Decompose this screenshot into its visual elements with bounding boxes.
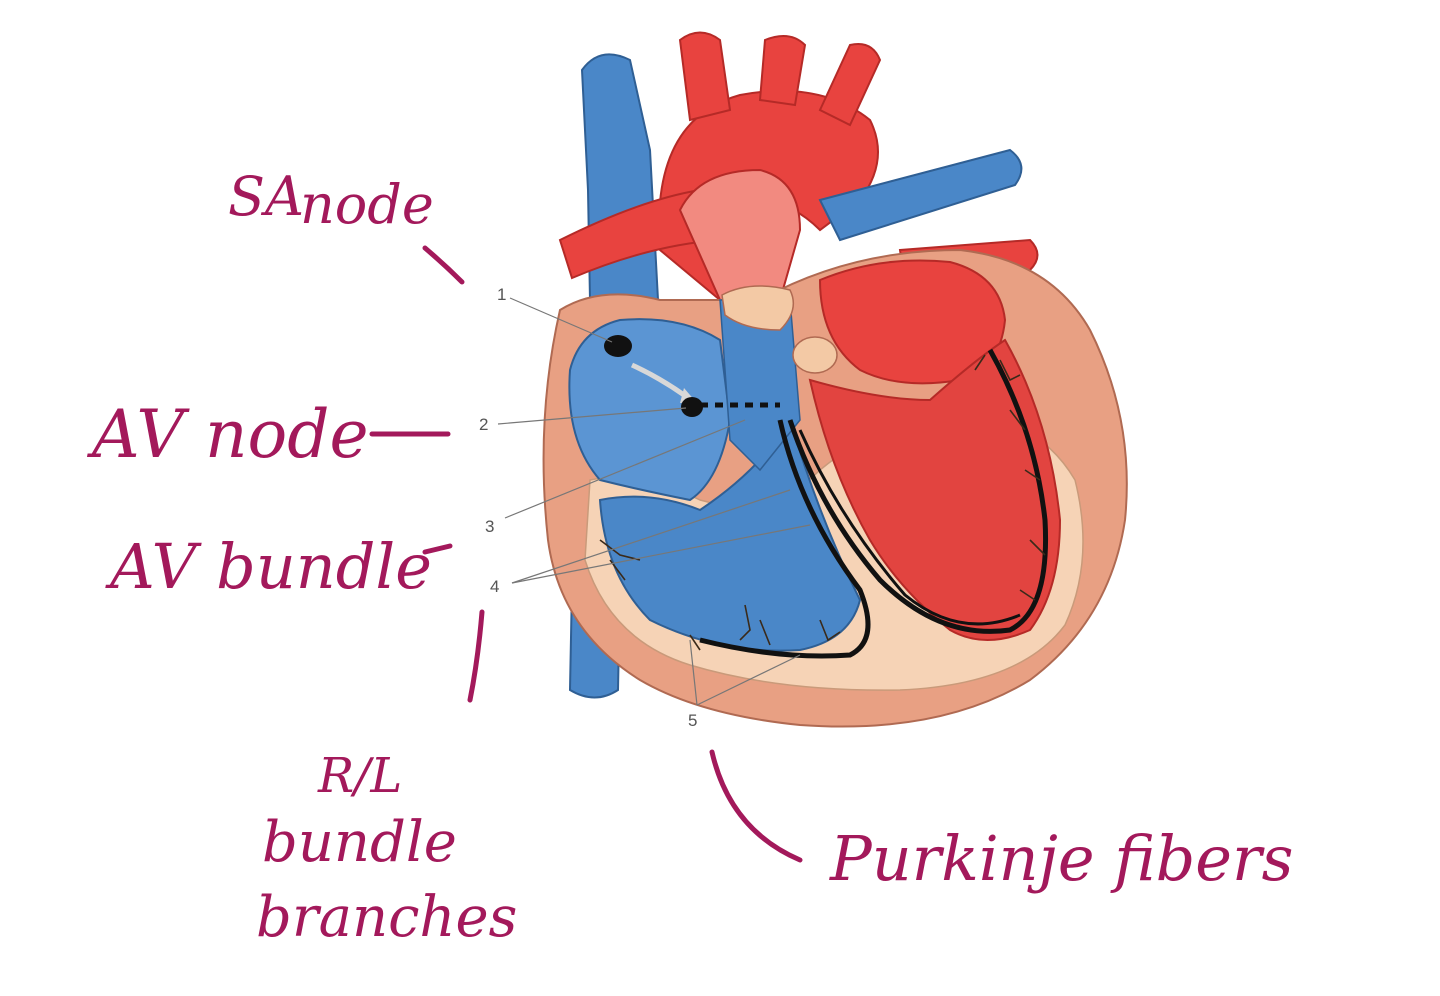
purkinje-twigs (599, 354, 1046, 651)
sa-node-stroke (422, 245, 465, 285)
bundle-branches-stroke (467, 609, 485, 703)
leader-4b (511, 489, 791, 584)
callout-number-3: 3 (485, 517, 494, 536)
brachiocephalic-artery (678, 31, 732, 122)
leader-1 (509, 297, 613, 343)
hand-strokes (369, 245, 803, 863)
leader-5a (689, 639, 698, 706)
sa-node-mark (604, 335, 632, 357)
label-bundle-branches-line1: R/L (318, 748, 403, 804)
label-av-bundle: AV bundle (110, 530, 432, 603)
aortic-valve (792, 336, 838, 374)
callout-number-1: 1 (497, 285, 506, 304)
callout-number-5: 5 (688, 711, 697, 730)
pulmonary-valve (721, 285, 795, 331)
label-bundle-branches-line3: branches (256, 885, 518, 950)
label-sa-node-line2: node (300, 173, 434, 236)
av-bundle-stroke (422, 543, 453, 555)
label-av-node: AV node (92, 396, 369, 473)
left-bundle-branch-inner (798, 429, 1021, 626)
leader-4a (511, 524, 811, 584)
conduction-system (599, 335, 1049, 659)
label-bundle-branches-line2: bundle (262, 810, 457, 875)
leader-3 (504, 419, 746, 519)
pulmonary-trunk (678, 168, 802, 301)
leader-5b (696, 654, 801, 706)
av-node-mark (681, 397, 703, 417)
left-bundle-branch (787, 348, 1049, 634)
callout-number-4: 4 (490, 577, 499, 596)
leader-lines (497, 297, 811, 706)
right-bundle-branch (699, 419, 871, 659)
label-purkinje-fibers: Purkinje fibers (830, 822, 1294, 895)
left-ventricle (808, 338, 1062, 641)
purkinje-stroke (709, 749, 803, 863)
callout-number-2: 2 (479, 415, 488, 434)
right-atrium (568, 318, 732, 502)
left-carotid-artery (758, 35, 807, 107)
leader-2 (497, 407, 687, 425)
pulmonary-vein-left (818, 148, 1023, 242)
internodal-arrow (630, 362, 686, 398)
left-subclavian-artery (818, 43, 882, 127)
label-sa-node-line1: SA (228, 165, 304, 228)
